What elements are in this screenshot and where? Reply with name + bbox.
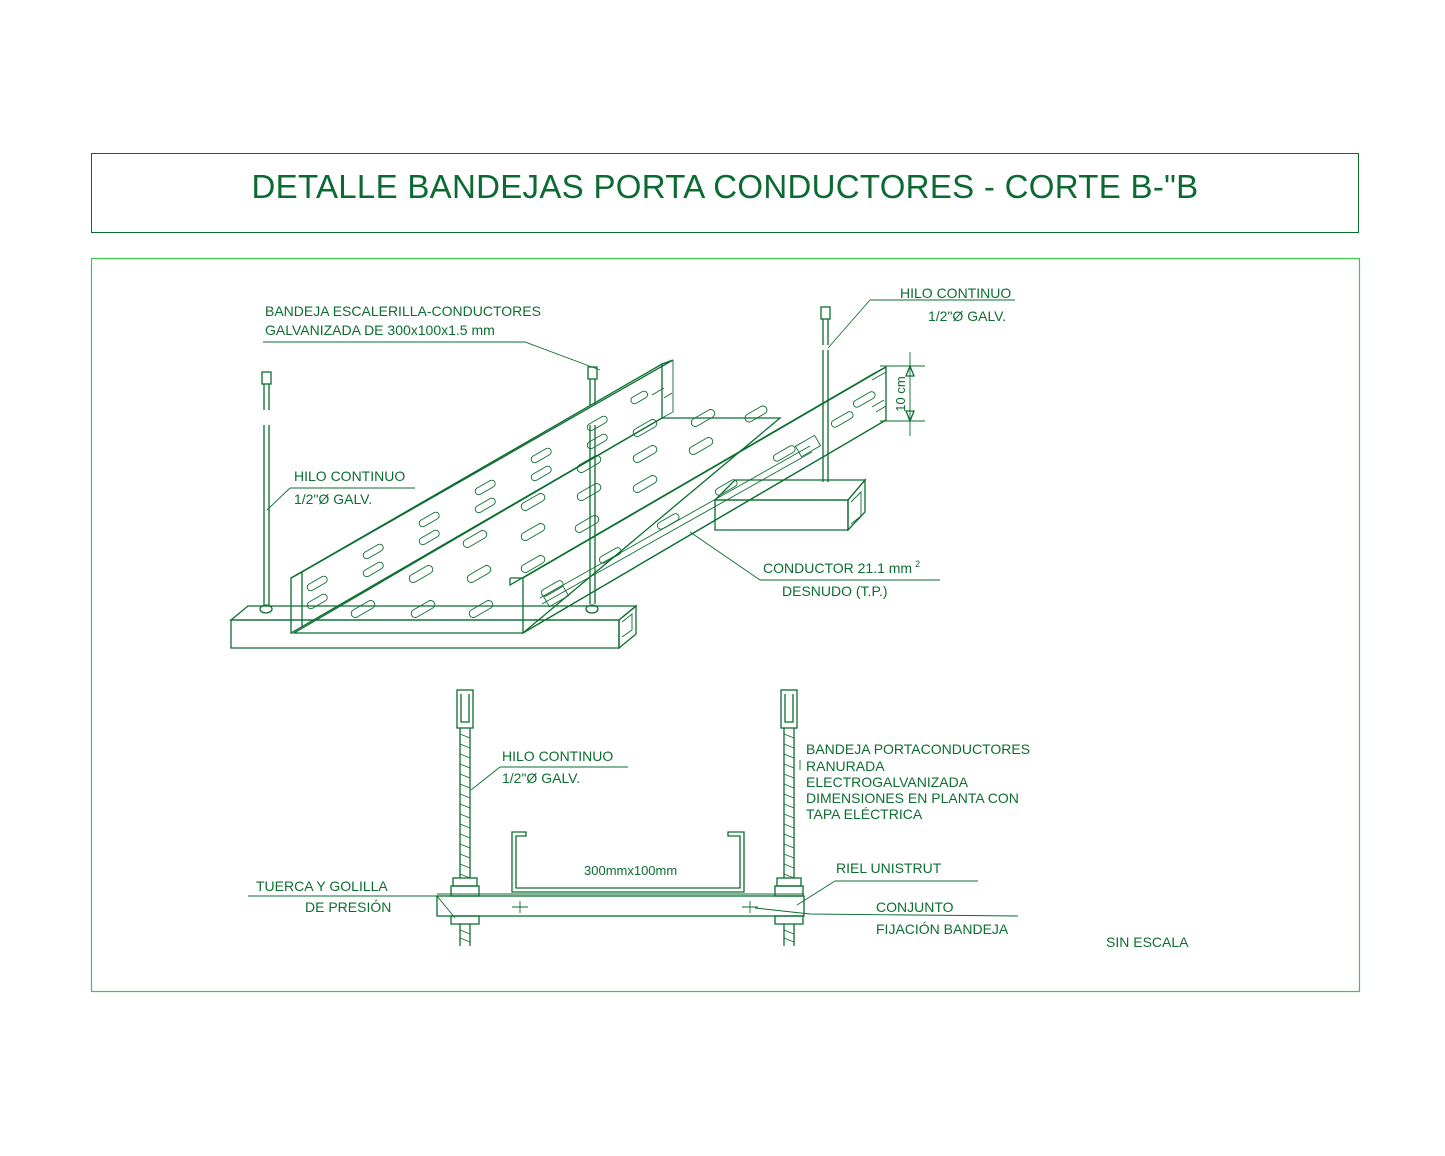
- conjunto-label-line2: FIJACIÓN BANDEJA: [876, 921, 1009, 937]
- tray-left-wall: [290, 359, 674, 635]
- conductor-label-line2: DESNUDO (T.P.): [782, 583, 888, 599]
- tuerca-label-line1: TUERCA Y GOLILLA: [256, 878, 388, 894]
- section-view: HILO CONTINUO 1/2"Ø GALV. BANDEJA PORTAC…: [248, 689, 1030, 946]
- conductor-label-sup: 2: [915, 559, 920, 569]
- tray-right-wall: [509, 365, 887, 635]
- hilo-left-label-line1: HILO CONTINUO: [294, 468, 405, 484]
- section-right-rod: [774, 689, 804, 946]
- front-unistrut-channel: [229, 604, 638, 650]
- hilo-top-label-line1: HILO CONTINUO: [900, 285, 1011, 301]
- conductor-clamps: [542, 434, 822, 608]
- back-unistrut-channel: [713, 478, 867, 532]
- bandeja-label-line1: BANDEJA ESCALERILLA-CONDUCTORES: [265, 303, 541, 319]
- section-bandeja-label-2: ELECTROGALVANIZADA: [806, 774, 969, 790]
- scale-note: SIN ESCALA: [1106, 934, 1189, 950]
- conductor-label-text: CONDUCTOR 21.1 mm: [763, 560, 912, 576]
- ground-conductor: [539, 445, 813, 605]
- title-frame: DETALLE BANDEJAS PORTA CONDUCTORES - COR…: [91, 153, 1359, 233]
- left-wall-slots: [306, 390, 648, 610]
- threaded-rods-iso: [259, 306, 831, 614]
- section-tray: [511, 831, 745, 893]
- hilo-left-label-line2: 1/2"Ø GALV.: [294, 491, 372, 507]
- section-bandeja-label-1: RANURADA: [806, 758, 885, 774]
- section-bandeja-label-3: DIMENSIONES EN PLANTA CON: [806, 790, 1019, 806]
- page-title: DETALLE BANDEJAS PORTA CONDUCTORES - COR…: [251, 168, 1199, 205]
- tray-size-label: 300mmx100mm: [584, 863, 677, 878]
- drawing-frame: [90, 257, 1361, 993]
- section-bandeja-label-0: BANDEJA PORTACONDUCTORES: [806, 741, 1030, 757]
- section-bandeja-label-4: TAPA ELÉCTRICA: [806, 806, 923, 822]
- section-leaders: [248, 760, 1019, 919]
- section-unistrut-rail: [436, 893, 805, 917]
- right-wall-slots: [540, 391, 876, 597]
- height-dimension: 10 cm: [880, 352, 925, 436]
- section-left-rod: [450, 689, 480, 946]
- section-hilo-label-line1: HILO CONTINUO: [502, 748, 613, 764]
- bandeja-label-line2: GALVANIZADA DE 300x100x1.5 mm: [265, 322, 495, 338]
- tuerca-label-line2: DE PRESIÓN: [305, 899, 391, 915]
- bottom-slots: [350, 405, 768, 618]
- hilo-top-label-line2: 1/2"Ø GALV.: [928, 308, 1006, 324]
- isometric-view: 10 cm BANDEJA ESCALERILLA-CONDUCTORES GA…: [229, 285, 1015, 650]
- riel-label: RIEL UNISTRUT: [836, 860, 942, 876]
- iso-leaders: [263, 299, 1015, 581]
- conjunto-label-line1: CONJUNTO: [876, 899, 954, 915]
- section-hilo-label-line2: 1/2"Ø GALV.: [502, 770, 580, 786]
- height-dimension-label: 10 cm: [893, 376, 908, 411]
